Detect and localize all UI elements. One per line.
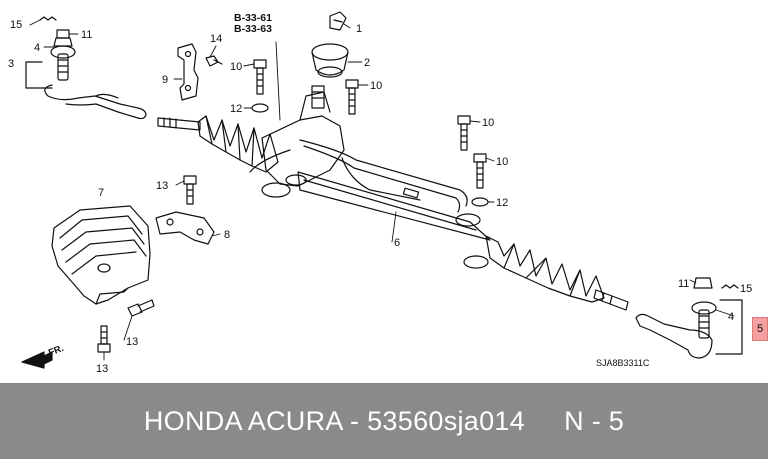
- bolt-13-lower: [97, 325, 111, 353]
- steering-rack: [157, 85, 629, 311]
- washer-12-right: [471, 197, 489, 207]
- callout-13-upper: 13: [156, 180, 168, 192]
- ref-code-b-33-61: B-33-61: [234, 12, 272, 24]
- clip-1: [329, 11, 347, 31]
- highlighted-callout-label: 5: [756, 323, 764, 335]
- callout-12-right: 12: [496, 197, 508, 209]
- callout-9: 9: [162, 74, 168, 86]
- bolt-10-middle: [345, 79, 359, 115]
- callout-1: 1: [356, 23, 362, 35]
- steering-rack-diagram: 15 11 4 3 14 9 10 1 2 10 12 10 10 12 7 1…: [8, 11, 752, 375]
- ref-code-b-33-63: B-33-63: [234, 23, 272, 35]
- callout-10-right-lower: 10: [496, 156, 508, 168]
- callout-bracket-3: [25, 61, 53, 89]
- tie-rod-end-right: [635, 277, 739, 359]
- footer-caption: HONDA ACURA - 53560sja014 N - 5: [0, 383, 768, 459]
- bolt-13-upper: [183, 175, 197, 205]
- diagram-code: SJA8B3311C: [596, 358, 650, 368]
- dust-seal-2: [311, 43, 349, 78]
- callout-10-middle: 10: [370, 80, 382, 92]
- front-label: FR.: [47, 343, 65, 359]
- bolt-10-right-upper: [457, 115, 471, 151]
- callout-2: 2: [364, 57, 370, 69]
- part-title: HONDA ACURA - 53560sja014: [143, 406, 526, 436]
- leader-lines: [29, 19, 735, 361]
- callout-13-side: 13: [126, 336, 138, 348]
- callout-7: 7: [98, 187, 104, 199]
- bolt-10-left: [253, 59, 267, 95]
- callout-10-upper-left: 10: [230, 61, 242, 73]
- callout-15-right: 15: [740, 283, 752, 295]
- callout-8: 8: [224, 229, 230, 241]
- footer-bar: HONDA ACURA - 53560sja014 N - 5: [0, 383, 768, 459]
- bolt-13-side: [127, 299, 155, 317]
- callout-14: 14: [210, 33, 222, 45]
- callout-bracket-5: [715, 299, 743, 355]
- callout-3: 3: [8, 58, 14, 70]
- bracket-9: [177, 43, 199, 101]
- highlighted-callout-5[interactable]: 5: [752, 317, 768, 341]
- bolt-10-right-lower: [473, 153, 487, 189]
- callout-15-left: 15: [10, 19, 22, 31]
- heat-shield-7: [51, 205, 151, 305]
- callout-4-right: 4: [728, 311, 734, 323]
- callout-11-right: 11: [678, 278, 689, 290]
- callout-13-lower: 13: [96, 363, 108, 375]
- callout-12-left: 12: [230, 103, 242, 115]
- callout-11-left: 11: [81, 29, 92, 41]
- tie-rod-end-left: [39, 16, 147, 120]
- callout-10-right-upper: 10: [482, 117, 494, 129]
- callout-4-left: 4: [34, 42, 40, 54]
- bracket-8: [155, 211, 215, 245]
- front-arrow-icon: [21, 351, 53, 369]
- bolt-14: [205, 55, 223, 67]
- position-label: N - 5: [564, 406, 625, 436]
- washer-12-left: [251, 103, 269, 113]
- callout-6: 6: [394, 237, 400, 249]
